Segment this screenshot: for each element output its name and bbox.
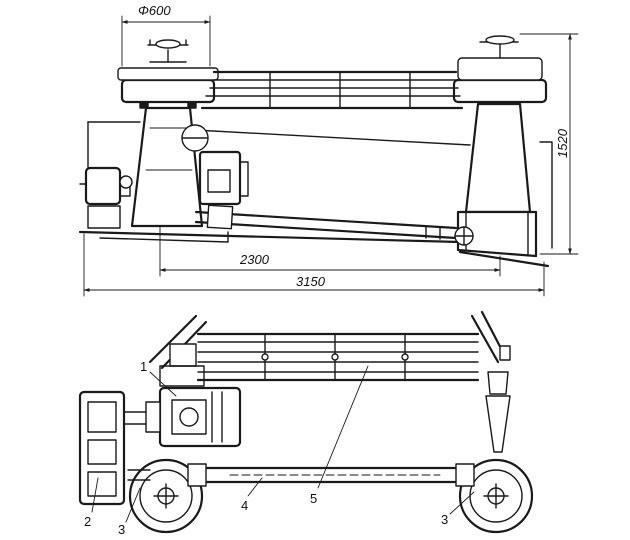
left-pulley-head [117,39,219,109]
left-arm-base [159,365,205,387]
right-pulley-head [452,35,548,109]
left-pulley-bolt-1 [139,101,149,109]
dim-diameter-extension [121,15,211,67]
left-pulley-bolt-2 [187,101,197,109]
plan-motor-fins [211,391,223,443]
left-axle-link [127,469,151,481]
plan-gearbox [78,390,147,506]
left-arm-lower [148,314,198,364]
rib-node-3 [401,353,409,361]
plan-left-wheel [128,458,204,534]
dim-total-label: 3150 [296,274,326,289]
callout-3-right: 3 [441,512,448,527]
gearbox-body [84,166,122,206]
dim-height: 1520 [519,33,579,255]
dim-distance-extension [159,225,501,277]
shaft-upper-edge [194,210,458,230]
lower-right-drum [454,210,538,258]
leader-3-right [449,491,475,515]
belt-ribs [269,71,411,109]
base-line-left [78,230,462,244]
leader-5 [317,365,369,489]
plan-motor-terminal [179,407,199,427]
right-column [464,102,532,214]
plan-left-bracket [148,314,208,387]
plan-gearbox-box-3 [87,471,117,497]
plan-gearbox-shaft [123,411,147,425]
left-pulley-top [117,67,219,81]
dim-height-label: 1520 [555,128,570,158]
right-handwheel-hub [485,35,515,45]
right-pulley-top [457,57,543,81]
callout-1: 1 [140,359,147,374]
gearbox-coupling [119,175,133,189]
plan-motor-flange [145,401,161,433]
left-handwheel-hub [155,39,181,49]
gearbox-base [87,205,121,229]
plan-right-bracket [470,310,511,453]
belt-strands [205,79,461,97]
right-post [485,395,511,453]
shaft-collar [425,225,441,240]
callout-2: 2 [84,514,91,529]
leader-2 [91,477,99,513]
inclined-shaft [194,204,458,240]
right-arm-pin [499,345,511,361]
callout-5: 5 [310,491,317,506]
tube-coupling-right [455,463,475,487]
leader-4 [247,477,263,497]
plan-belt-strands [197,341,479,373]
belt-upper [200,70,464,110]
plan-tube [127,463,475,487]
motor-unit [181,124,249,206]
base-plate [99,231,229,243]
dim-pulley-distance: 2300 [159,225,501,277]
base-line-right [458,250,550,268]
left-wheel-inner [139,469,193,523]
left-wheel-cross [153,483,179,509]
left-arm-block [169,343,197,367]
shaft-coupling [206,204,234,230]
right-arm [470,314,500,364]
side-view: Φ600 1520 2300 3150 [78,3,579,297]
left-column-detail [145,127,193,171]
dim-distance-label: 2300 [239,252,270,267]
plan-gearbox-box-1 [87,401,117,433]
left-pulley-rim [120,78,216,104]
gearbox [79,166,133,229]
upper-frame-line [194,129,471,146]
plan-view: 1 2 3 4 5 3 [78,310,534,537]
right-ground-line [539,141,553,249]
rib-node-2 [331,353,339,361]
right-pulley-rim [452,78,548,104]
dim-pulley-diameter: Φ600 [121,3,211,67]
tube-coupling-left [187,463,207,487]
rib-node-1 [261,353,269,361]
shaft-lower-edge [194,220,458,240]
right-bearing [487,371,509,395]
dim-diameter-label: Φ600 [138,3,171,18]
right-wheel-cross [483,483,509,509]
drum-hub-cross [454,226,474,246]
callout-4: 4 [241,498,248,513]
plan-motor [145,386,242,448]
plan-gearbox-box-2 [87,439,117,465]
leader-1 [149,371,177,397]
plan-belt [196,332,480,382]
leader-3-left [125,487,141,523]
motor-flange [201,151,249,197]
dim-total-length: 3150 [83,233,545,297]
motor-terminal-box [207,169,231,193]
callout-3-left: 3 [118,522,125,537]
plan-right-wheel [458,458,534,534]
